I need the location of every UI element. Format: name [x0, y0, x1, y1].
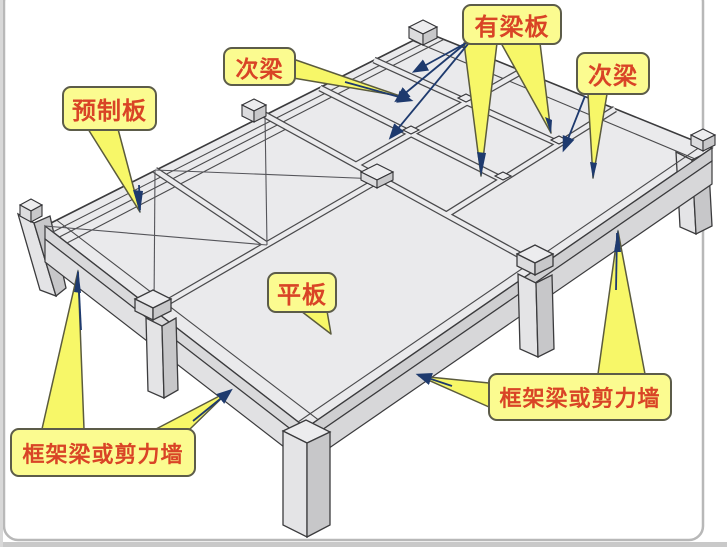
front-left-column	[133, 289, 179, 400]
callout-frame-beam-or-shear-wall-right: 框架梁或剪力墙	[488, 373, 672, 421]
callout-tails	[41, 42, 646, 430]
front-right-column	[515, 244, 555, 359]
edge-beam-lines	[52, 36, 704, 423]
callout-beam-slab: 有梁板	[462, 4, 562, 45]
column-stubs	[18, 19, 717, 223]
leader-arrows	[77, 42, 618, 422]
callout-secondary-beam-right: 次梁	[576, 52, 650, 95]
callout-secondary-beam-left: 次梁	[223, 47, 296, 86]
precast-panel-diagonals	[44, 114, 381, 311]
callout-frame-beam-or-shear-wall-left: 框架梁或剪力墙	[10, 428, 196, 477]
callout-flat-slab: 平板	[267, 272, 337, 313]
callout-precast-slab: 预制板	[62, 86, 157, 131]
floor-beams	[152, 56, 617, 314]
front-corner-column	[281, 419, 332, 539]
